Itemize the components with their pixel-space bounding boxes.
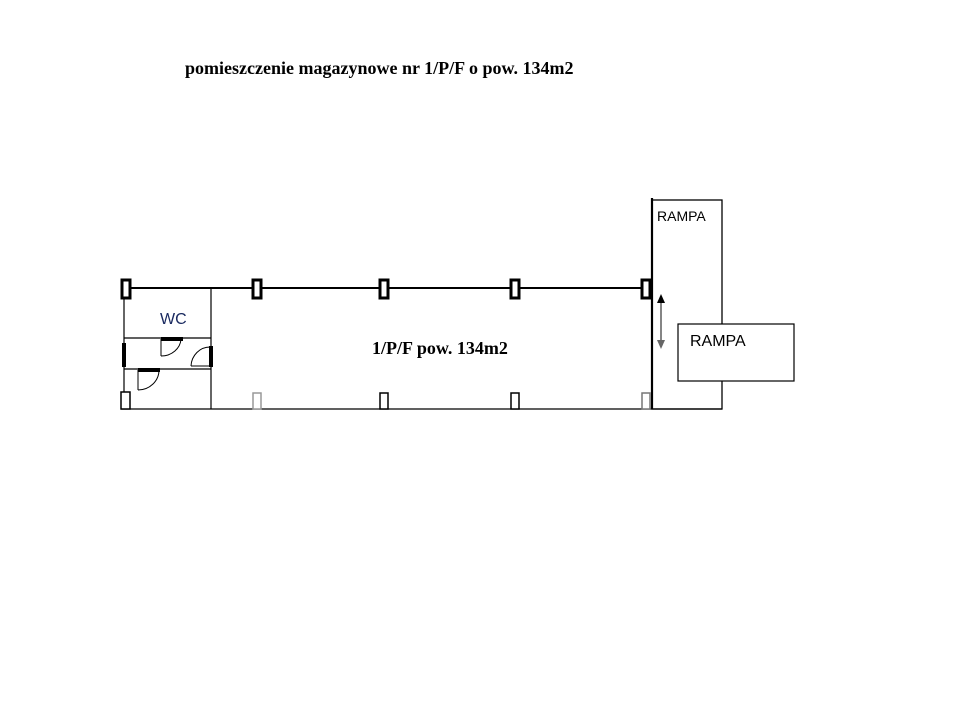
double-arrow-icon [657, 294, 665, 349]
plan-title: pomieszczenie magazynowe nr 1/P/F o pow.… [185, 58, 574, 78]
wc-partitions [124, 288, 212, 409]
ramp-label-top: RAMPA [657, 208, 706, 224]
wc-label: WC [160, 311, 187, 328]
door-icon [190, 346, 213, 367]
ramp-label-side: RAMPA [690, 333, 746, 350]
room-label: 1/P/F pow. 134m2 [372, 338, 508, 358]
columns-top [120, 278, 652, 300]
door-icon [160, 337, 183, 357]
columns-bottom [120, 391, 651, 410]
door-icon [137, 368, 160, 391]
ramp-area-side [677, 323, 795, 382]
